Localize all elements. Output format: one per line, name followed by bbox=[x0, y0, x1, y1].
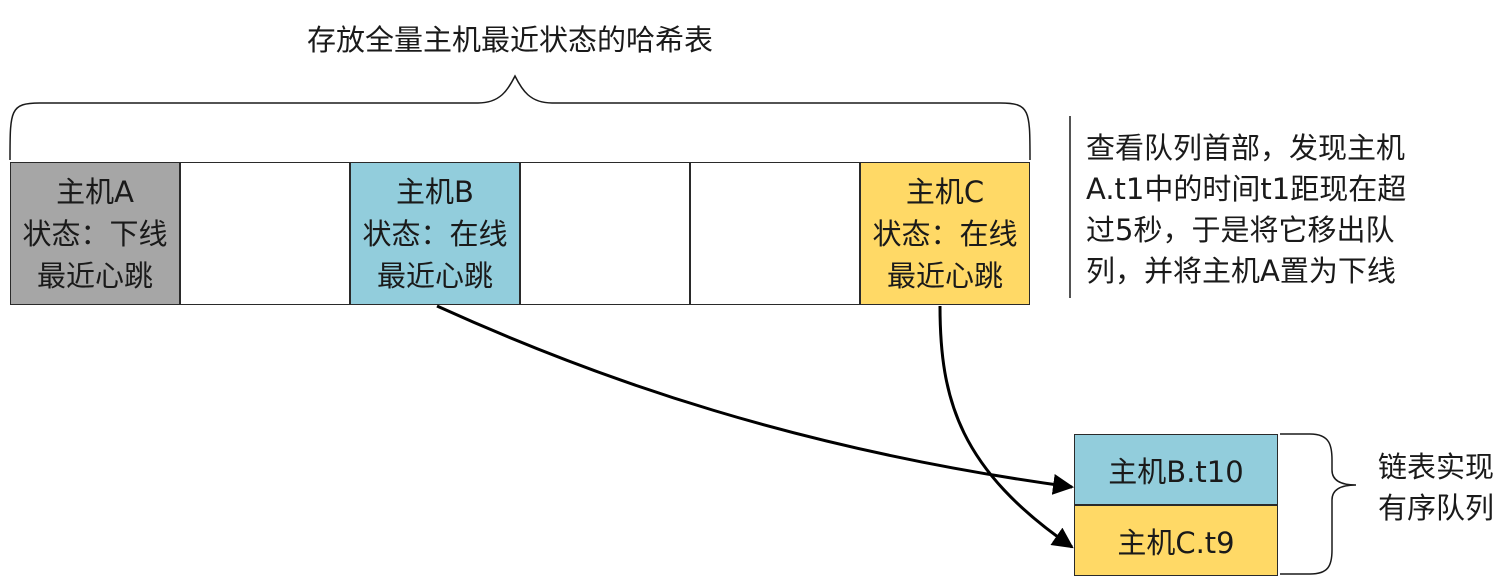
explanation-note: 查看队列首部，发现主机 A.t1中的时间t1距现在超 过5秒，于是将它移出队 列… bbox=[1086, 128, 1446, 292]
note-line: 过5秒，于是将它移出队 bbox=[1086, 213, 1395, 247]
arrow-host-b-to-queue bbox=[436, 304, 1075, 495]
queue-brace bbox=[1280, 433, 1357, 575]
top-brace bbox=[9, 74, 1031, 161]
hash-cell-empty bbox=[690, 162, 860, 305]
host-a-status: 状态：下线 bbox=[22, 216, 168, 251]
host-b-name: 主机B bbox=[396, 174, 474, 209]
note-line: A.t1中的时间t1距现在超 bbox=[1086, 172, 1407, 206]
host-b-heartbeat: 最近心跳 bbox=[376, 258, 493, 293]
hash-cell-host-c: 主机C 状态：在线 最近心跳 bbox=[860, 162, 1030, 305]
host-c-name: 主机C bbox=[905, 174, 985, 209]
host-c-status: 状态：在线 bbox=[872, 216, 1018, 251]
queue-item-host-c: 主机C.t9 bbox=[1074, 505, 1278, 576]
queue-item-label: 主机C.t9 bbox=[1117, 525, 1235, 560]
queue-item-host-b: 主机B.t10 bbox=[1074, 434, 1278, 505]
note-line: 列，并将主机A置为下线 bbox=[1086, 254, 1396, 288]
queue-item-label: 主机B.t10 bbox=[1108, 454, 1244, 489]
hash-cell-host-a: 主机A 状态：下线 最近心跳 bbox=[10, 162, 180, 305]
hash-cell-empty bbox=[180, 162, 350, 305]
host-a-heartbeat: 最近心跳 bbox=[36, 258, 153, 293]
hash-cell-empty bbox=[520, 162, 690, 305]
host-a-name: 主机A bbox=[56, 174, 134, 209]
queue-label-line: 链表实现 bbox=[1378, 450, 1495, 484]
arrow-host-c-to-queue bbox=[938, 305, 1074, 549]
note-line: 查看队列首部，发现主机 bbox=[1086, 131, 1406, 165]
host-b-status: 状态：在线 bbox=[362, 216, 508, 251]
host-c-heartbeat: 最近心跳 bbox=[886, 258, 1003, 293]
hash-cell-host-b: 主机B 状态：在线 最近心跳 bbox=[350, 162, 520, 305]
diagram-title: 存放全量主机最近状态的哈希表 bbox=[306, 23, 713, 57]
queue-label: 链表实现 有序队列 bbox=[1378, 447, 1509, 529]
queue-label-line: 有序队列 bbox=[1378, 491, 1495, 525]
